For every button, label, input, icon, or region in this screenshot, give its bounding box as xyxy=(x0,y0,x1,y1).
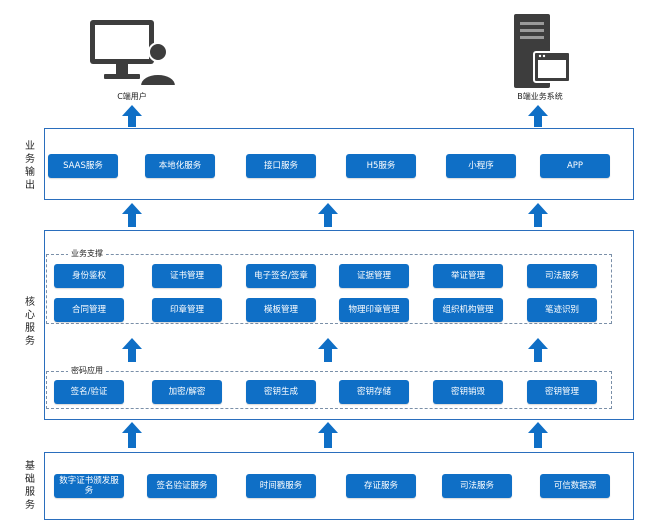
base-cert-issue[interactable]: 数字证书颁发服务 xyxy=(54,474,124,498)
output-side-label: 业务 输出 xyxy=(25,141,35,191)
crypto-key-destroy[interactable]: 密钥销毁 xyxy=(433,380,503,404)
service-app[interactable]: APP xyxy=(540,154,610,178)
crypto-key-mgmt[interactable]: 密钥管理 xyxy=(527,380,597,404)
biz-judicial[interactable]: 司法服务 xyxy=(527,264,597,288)
arrow-up-icon xyxy=(528,203,548,231)
arrow-up-icon xyxy=(122,338,142,366)
crypto-app-title: 密码应用 xyxy=(68,365,106,376)
biz-cert-mgmt[interactable]: 证书管理 xyxy=(152,264,222,288)
arrow-up-icon xyxy=(318,422,338,452)
business-support-group xyxy=(46,254,612,324)
arrow-up-icon xyxy=(528,338,548,366)
service-saas[interactable]: SAAS服务 xyxy=(48,154,118,178)
base-side-label: 基础 服务 xyxy=(25,461,35,511)
service-local[interactable]: 本地化服务 xyxy=(145,154,215,178)
biz-seal-mgmt[interactable]: 印章管理 xyxy=(152,298,222,322)
service-miniprogram[interactable]: 小程序 xyxy=(446,154,516,178)
crypto-encrypt-decrypt[interactable]: 加密/解密 xyxy=(152,380,222,404)
biz-handwriting[interactable]: 笔迹识别 xyxy=(527,298,597,322)
crypto-key-gen[interactable]: 密钥生成 xyxy=(246,380,316,404)
base-deposit[interactable]: 存证服务 xyxy=(346,474,416,498)
biz-contract-mgmt[interactable]: 合同管理 xyxy=(54,298,124,322)
biz-identity-auth[interactable]: 身份鉴权 xyxy=(54,264,124,288)
arrow-up-icon xyxy=(528,105,548,131)
arrow-up-icon xyxy=(318,203,338,231)
biz-org-mgmt[interactable]: 组织机构管理 xyxy=(433,298,503,322)
server-label: B端业务系统 xyxy=(517,92,563,101)
base-judicial[interactable]: 司法服务 xyxy=(442,474,512,498)
arrow-up-icon xyxy=(122,203,142,231)
base-sign-verify[interactable]: 签名验证服务 xyxy=(147,474,217,498)
base-timestamp[interactable]: 时间戳服务 xyxy=(246,474,316,498)
biz-physical-seal-mgmt[interactable]: 物理印章管理 xyxy=(339,298,409,322)
client-label: C端用户 xyxy=(117,92,147,101)
service-h5[interactable]: H5服务 xyxy=(346,154,416,178)
client-computer-icon xyxy=(82,14,182,90)
server-icon xyxy=(506,12,576,92)
base-panel xyxy=(44,452,634,520)
business-support-title: 业务支撑 xyxy=(68,248,106,259)
biz-template-mgmt[interactable]: 模板管理 xyxy=(246,298,316,322)
arrow-up-icon xyxy=(528,422,548,452)
crypto-sign-verify[interactable]: 签名/验证 xyxy=(54,380,124,404)
biz-evidence-mgmt[interactable]: 证据管理 xyxy=(339,264,409,288)
base-trusted-data[interactable]: 可信数据源 xyxy=(540,474,610,498)
core-side-label: 核心 服务 xyxy=(25,297,35,347)
biz-proof-mgmt[interactable]: 举证管理 xyxy=(433,264,503,288)
arrow-up-icon xyxy=(318,338,338,366)
crypto-key-store[interactable]: 密钥存储 xyxy=(339,380,409,404)
biz-e-signature[interactable]: 电子签名/签章 xyxy=(246,264,316,288)
arrow-up-icon xyxy=(122,422,142,452)
crypto-app-group xyxy=(46,371,612,409)
arrow-up-icon xyxy=(122,105,142,131)
output-panel xyxy=(44,128,634,200)
service-api[interactable]: 接口服务 xyxy=(246,154,316,178)
